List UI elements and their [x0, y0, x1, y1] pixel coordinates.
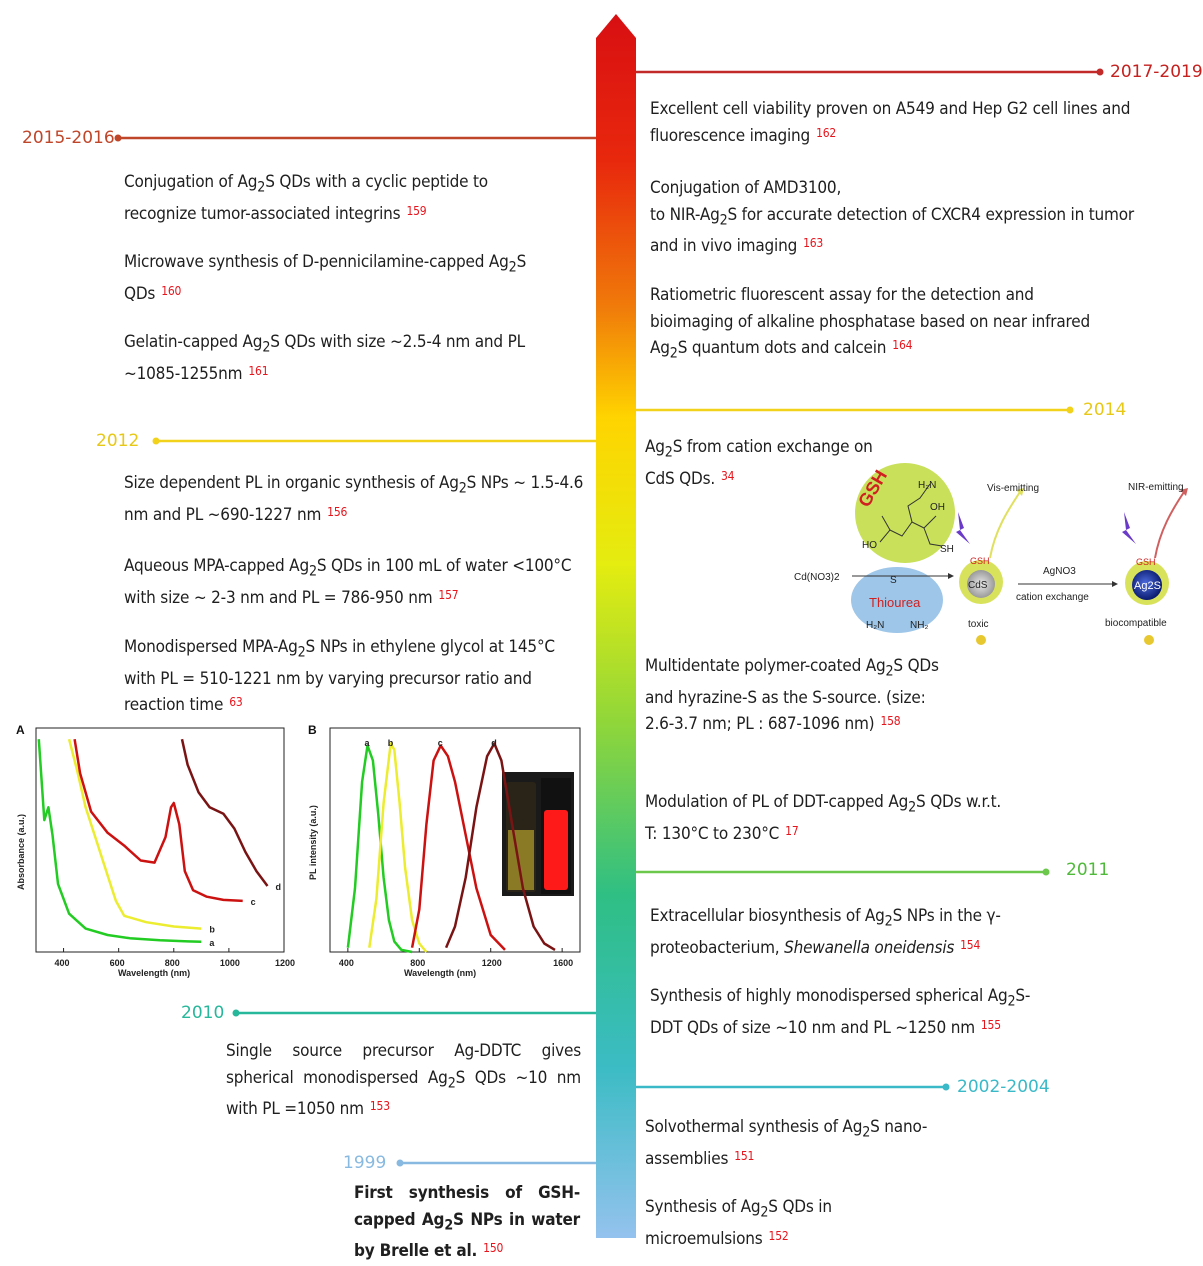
svg-text:AgNO3: AgNO3	[1043, 566, 1076, 577]
entry-2012-aqueous-mpa: Aqueous MPA-capped Ag2S QDs in 100 mL of…	[124, 556, 572, 608]
entry-2012-ethylene-glycol: Monodispersed MPA-Ag2S NPs in ethylene g…	[124, 637, 555, 716]
entry-2011-ddt-qds: Synthesis of highly monodispersed spheri…	[650, 986, 1031, 1038]
svg-text:A: A	[16, 723, 25, 737]
chart-a-curve-label-a: a	[209, 938, 215, 948]
chart-a-absorbance: A Absorbance (a.u.) Wavelength (nm) 400 6…	[16, 723, 295, 978]
chart-a-series-d	[180, 738, 269, 887]
entry-1999-first-synthesis: First synthesis of GSH-capped Ag2S NPs i…	[354, 1183, 580, 1262]
year-2017-2019: 2017-2019	[1110, 62, 1203, 82]
chart-b-series-c	[410, 744, 506, 951]
ag2s-core-icon	[1132, 570, 1162, 600]
svg-text:SH: SH	[940, 544, 954, 555]
chart-b-curve-label-a: a	[365, 738, 371, 748]
cds-core-icon	[967, 570, 995, 598]
chart-a-series-b	[67, 738, 202, 930]
svg-text:Thiourea: Thiourea	[869, 595, 921, 610]
chart-a-xlabel: Wavelength (nm)	[118, 968, 190, 978]
entry-2014-multidentate: Multidentate polymer-coated Ag2S QDs and…	[645, 656, 939, 735]
chart-a-curve-label-b: b	[209, 925, 215, 935]
thiourea-icon	[851, 567, 943, 633]
chart-a-curve-label-c: c	[251, 897, 256, 907]
chart-b-curve-label-c: c	[438, 738, 443, 748]
entry-2015-microwave: Microwave synthesis of D-pennicilamine-c…	[124, 252, 527, 304]
year-2002-2004: 2002-2004	[957, 1077, 1050, 1097]
entry-2014-ddt: Modulation of PL of DDT-capped Ag2S QDs …	[645, 792, 1002, 844]
svg-text:biocompatible: biocompatible	[1105, 618, 1167, 629]
svg-text:H₂N: H₂N	[918, 480, 936, 491]
entry-2012-size-dependent: Size dependent PL in organic synthesis o…	[124, 473, 584, 525]
entry-2015-cyclic-peptide: Conjugation of Ag2S QDs with a cyclic pe…	[124, 172, 488, 224]
gsh-structure-icon	[855, 463, 955, 563]
lightning-icon	[956, 512, 970, 544]
chart-b-xtick-label-1200: 1200	[482, 958, 502, 968]
svg-text:Cd(NO3)2: Cd(NO3)2	[794, 572, 840, 583]
chart-a-xtick-label-800: 800	[165, 958, 180, 968]
chart-a-xtick-label-600: 600	[110, 958, 125, 968]
chart-b-pl: B PL intensity (a.u.) Wavelength (nm) 40…	[308, 723, 581, 978]
entry-2015-gelatin: Gelatin-capped Ag2S QDs with size ~2.5-4…	[124, 332, 525, 384]
year-2015-2016: 2015-2016	[22, 128, 115, 148]
chart-b-ylabel: PL intensity (a.u.)	[308, 805, 318, 880]
svg-text:NH₂: NH₂	[910, 620, 928, 631]
chart-b-xtick-label-1600: 1600	[553, 958, 573, 968]
chart-b-curve-label-d: d	[491, 738, 497, 748]
vials-inset-image	[502, 772, 574, 896]
chart-b-xlabel: Wavelength (nm)	[404, 968, 476, 978]
svg-text:Vis-emitting: Vis-emitting	[987, 483, 1039, 494]
chart-b-xtick-label-800: 800	[410, 958, 425, 968]
chart-a-xtick-label-1000: 1000	[220, 958, 240, 968]
svg-text:S: S	[890, 575, 897, 586]
entry-2002-solvothermal: Solvothermal synthesis of Ag2S nano-asse…	[645, 1117, 928, 1169]
entry-2017-ratiometric: Ratiometric fluorescent assay for the de…	[650, 285, 1090, 362]
svg-text:cation exchange: cation exchange	[1016, 592, 1089, 603]
happy-face-icon	[1144, 635, 1154, 645]
timeline-arrow	[596, 14, 636, 1238]
entry-2017-amd3100: Conjugation of AMD3100,to NIR-Ag2S for a…	[650, 178, 1134, 257]
entry-2017-cell-viability: Excellent cell viability proven on A549 …	[650, 99, 1131, 146]
chart-a-xtick-label-1200: 1200	[275, 958, 295, 968]
svg-text:HO: HO	[862, 540, 877, 551]
svg-text:H₂N: H₂N	[866, 620, 884, 631]
lightning-icon-2	[1122, 512, 1136, 544]
svg-text:OH: OH	[930, 502, 945, 513]
entry-2011-biosynthesis: Extracellular biosynthesis of Ag2S NPs i…	[650, 906, 1001, 958]
chart-b-xtick-label-400: 400	[339, 958, 354, 968]
chart-b-series-d	[444, 742, 556, 951]
svg-text:toxic: toxic	[968, 619, 989, 630]
toxic-face-icon	[976, 635, 986, 645]
entry-2010-ddtc: Single source precursor Ag-DDTC gives sp…	[226, 1041, 581, 1120]
cation-exchange-scheme: GSH HO OH SH H₂N Thiourea S H₂N NH₂ Cd(N…	[794, 463, 1188, 645]
chart-a-ylabel: Absorbance (a.u.)	[16, 814, 26, 890]
svg-text:GSH: GSH	[970, 556, 990, 566]
svg-text:B: B	[308, 723, 317, 737]
svg-text:NIR-emitting: NIR-emitting	[1128, 482, 1184, 493]
entry-2014-cation-exchange: Ag2S from cation exchange on CdS QDs.34	[645, 437, 873, 489]
year-1999: 1999	[343, 1153, 387, 1173]
year-2010: 2010	[181, 1003, 225, 1023]
year-2011: 2011	[1066, 860, 1110, 880]
ref-162: 162	[816, 125, 837, 140]
year-2012: 2012	[96, 431, 140, 451]
chart-a-series-a	[37, 739, 202, 944]
chart-a-series-c	[73, 739, 243, 903]
year-2014: 2014	[1083, 400, 1127, 420]
svg-text:CdS: CdS	[968, 580, 988, 591]
chart-a-curve-label-d: d	[275, 882, 281, 892]
svg-text:GSH: GSH	[1136, 557, 1156, 567]
svg-text:Ag2S: Ag2S	[1134, 580, 1161, 592]
chart-b-curve-label-b: b	[388, 738, 394, 748]
chart-a-xtick-label-400: 400	[55, 958, 70, 968]
chart-b-series-a	[346, 744, 413, 954]
